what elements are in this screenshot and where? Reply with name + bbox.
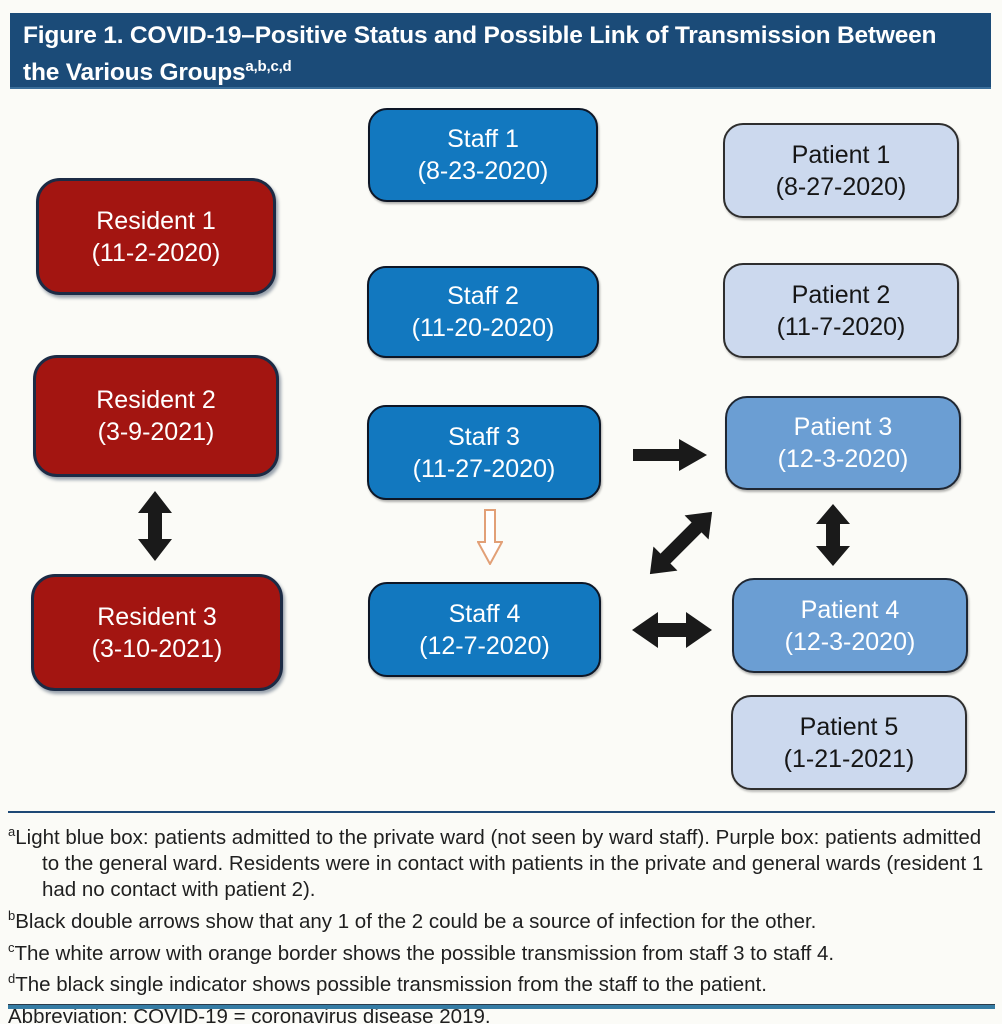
node-label: Patient 2 <box>791 280 891 309</box>
node-staff-3: Staff 3 (11-27-2020) <box>367 405 601 500</box>
node-staff-1: Staff 1 (8-23-2020) <box>368 108 598 202</box>
footnote-b-sup: b <box>8 907 16 923</box>
double-arrow-resident2-resident3-icon <box>138 491 172 561</box>
node-label: Resident 2 <box>96 386 216 414</box>
footnote-b-text: Black double arrows show that any 1 of t… <box>15 909 817 933</box>
node-date: (8-23-2020) <box>417 157 549 185</box>
node-label: Staff 1 <box>447 125 519 153</box>
node-label: Patient 5 <box>799 712 899 741</box>
node-resident-2: Resident 2 (3-9-2021) <box>33 355 279 477</box>
node-date: (11-2-2020) <box>91 238 221 267</box>
node-label: Patient 4 <box>800 595 900 624</box>
single-arrow-staff3-patient3-icon <box>633 439 707 471</box>
footnote-abbreviation-text: Abbreviation: COVID-19 = coronavirus dis… <box>8 1005 491 1024</box>
node-label: Staff 3 <box>448 422 520 451</box>
footnote-d-sup: d <box>8 971 16 987</box>
footnote-d: dThe black single indicator shows possib… <box>8 966 995 998</box>
figure-title-line2: the Various Groupsa,b,c,d <box>23 51 977 88</box>
node-staff-2: Staff 2 (11-20-2020) <box>367 266 599 358</box>
node-patient-1: Patient 1 (8-27-2020) <box>723 123 959 218</box>
footnotes: aLight blue box: patients admitted to th… <box>8 819 995 1024</box>
bottom-divider <box>8 1004 995 1009</box>
double-arrow-patient3-staff4-diagonal-icon <box>649 511 713 575</box>
footnote-c: cThe white arrow with orange border show… <box>8 935 995 967</box>
orange-outline-arrow-staff3-staff4-icon <box>477 509 503 565</box>
node-label: Patient 3 <box>793 413 893 441</box>
node-date: (11-7-2020) <box>776 312 906 341</box>
footnote-a-sup: a <box>8 824 16 839</box>
node-date: (3-10-2021) <box>91 634 223 663</box>
node-patient-5: Patient 5 (1-21-2021) <box>731 695 967 790</box>
figure-title-line2-text: the Various Groups <box>23 59 246 87</box>
node-staff-4: Staff 4 (12-7-2020) <box>368 582 601 677</box>
footnote-a-text: Light blue box: patients admitted to the… <box>15 825 984 901</box>
node-label: Resident 1 <box>96 206 216 235</box>
node-date: (3-9-2021) <box>97 418 215 446</box>
node-label: Patient 1 <box>791 140 891 169</box>
footnote-abbreviation: Abbreviation: COVID-19 = coronavirus dis… <box>8 998 995 1024</box>
node-resident-1: Resident 1 (11-2-2020) <box>36 178 276 295</box>
node-date: (12-7-2020) <box>419 631 550 660</box>
footnote-d-text: The black single indicator shows possibl… <box>15 973 767 997</box>
node-label: Resident 3 <box>97 602 217 631</box>
figure-title-line1: Figure 1. COVID-19–Positive Status and P… <box>23 22 937 49</box>
node-patient-3: Patient 3 (12-3-2020) <box>725 396 961 490</box>
node-date: (1-21-2021) <box>783 744 915 773</box>
footnote-c-sup: c <box>8 939 15 955</box>
figure-title-bar: Figure 1. COVID-19–Positive Status and P… <box>10 13 991 89</box>
footnote-divider <box>8 811 995 813</box>
node-patient-4: Patient 4 (12-3-2020) <box>732 578 968 673</box>
node-date: (12-3-2020) <box>784 627 916 656</box>
footnote-b: bBlack double arrows show that any 1 of … <box>8 903 995 935</box>
node-date: (8-27-2020) <box>775 172 907 201</box>
double-arrow-staff4-patient4-icon <box>632 612 712 648</box>
footnote-c-text: The white arrow with orange border shows… <box>14 941 835 965</box>
double-arrow-patient3-patient4-icon <box>816 504 850 566</box>
footnote-a: aLight blue box: patients admitted to th… <box>8 819 995 903</box>
node-patient-2: Patient 2 (11-7-2020) <box>723 263 959 358</box>
node-date: (12-3-2020) <box>777 445 909 473</box>
node-date: (11-27-2020) <box>412 454 556 483</box>
node-date: (11-20-2020) <box>411 314 555 342</box>
figure-title-superscript: a,b,c,d <box>245 58 292 75</box>
node-resident-3: Resident 3 (3-10-2021) <box>31 574 283 691</box>
node-label: Staff 2 <box>447 282 519 310</box>
node-label: Staff 4 <box>448 599 521 628</box>
